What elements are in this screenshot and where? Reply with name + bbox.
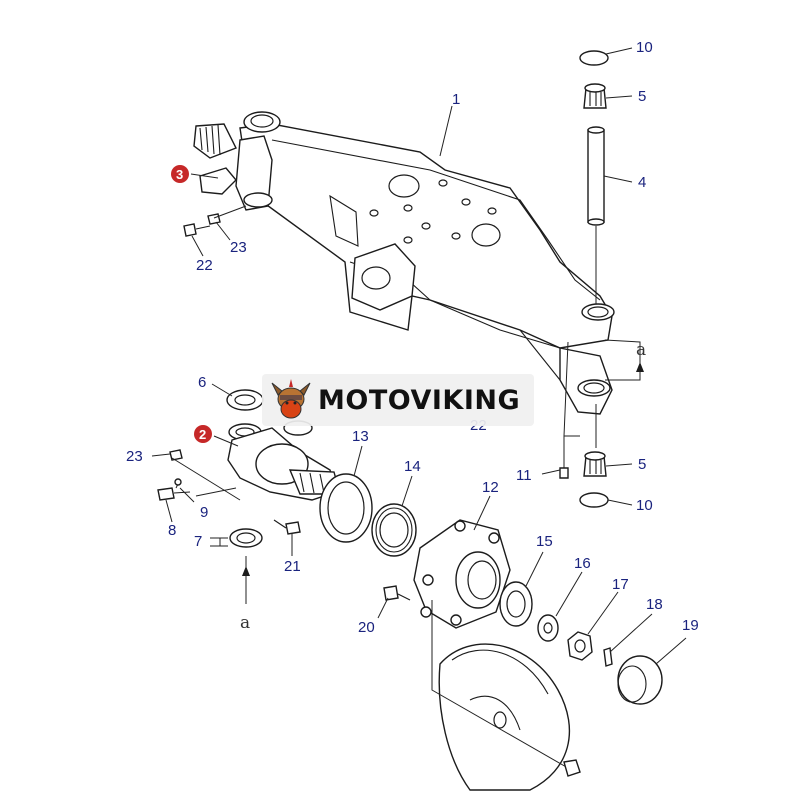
callout-15: 15	[536, 533, 553, 550]
callout-7: 7	[194, 533, 202, 550]
callout-14: 14	[404, 458, 421, 475]
callout-10: 10	[636, 39, 653, 56]
axle-beam	[193, 111, 613, 415]
watermark-banner: MOTOVIKING	[262, 374, 534, 426]
callout-18: 18	[646, 596, 663, 613]
badge-2: 2	[194, 425, 212, 443]
callout-16: 16	[574, 555, 591, 572]
king-pin-stack	[559, 50, 644, 508]
arrow-label-a-right: a	[636, 340, 646, 360]
callout-23-lower: 23	[126, 448, 143, 465]
upper-bolt-group	[183, 205, 247, 237]
svg-text:3: 3	[176, 167, 183, 182]
viking-head-icon	[271, 379, 311, 419]
callout-leaders	[151, 47, 687, 665]
callout-22: 22	[196, 257, 213, 274]
watermark-text: MOTOVIKING	[318, 384, 521, 416]
callout-21: 21	[284, 558, 301, 575]
callout-labels: 1 22 23 10 5 4 6 23 8 9 7 21 13 14 12 2 2…	[126, 39, 699, 636]
callout-19: 19	[682, 617, 699, 634]
callout-5-lower: 5	[638, 456, 646, 473]
callout-11: 11	[516, 467, 532, 484]
badge-3: 3	[171, 165, 189, 183]
callout-23: 23	[230, 239, 247, 256]
callout-1: 1	[452, 91, 460, 108]
callout-6: 6	[198, 374, 206, 391]
svg-text:2: 2	[199, 427, 206, 442]
callout-8: 8	[168, 522, 176, 539]
callout-10-lower: 10	[636, 497, 653, 514]
callout-4: 4	[638, 174, 646, 191]
callout-12: 12	[482, 479, 499, 496]
callout-20: 20	[358, 619, 375, 636]
callout-13: 13	[352, 428, 369, 445]
callout-5: 5	[638, 88, 646, 105]
hub-assembly	[319, 473, 663, 791]
arrow-label-a-bottom: a	[240, 613, 250, 633]
callout-17: 17	[612, 576, 629, 593]
callout-9: 9	[200, 504, 208, 521]
